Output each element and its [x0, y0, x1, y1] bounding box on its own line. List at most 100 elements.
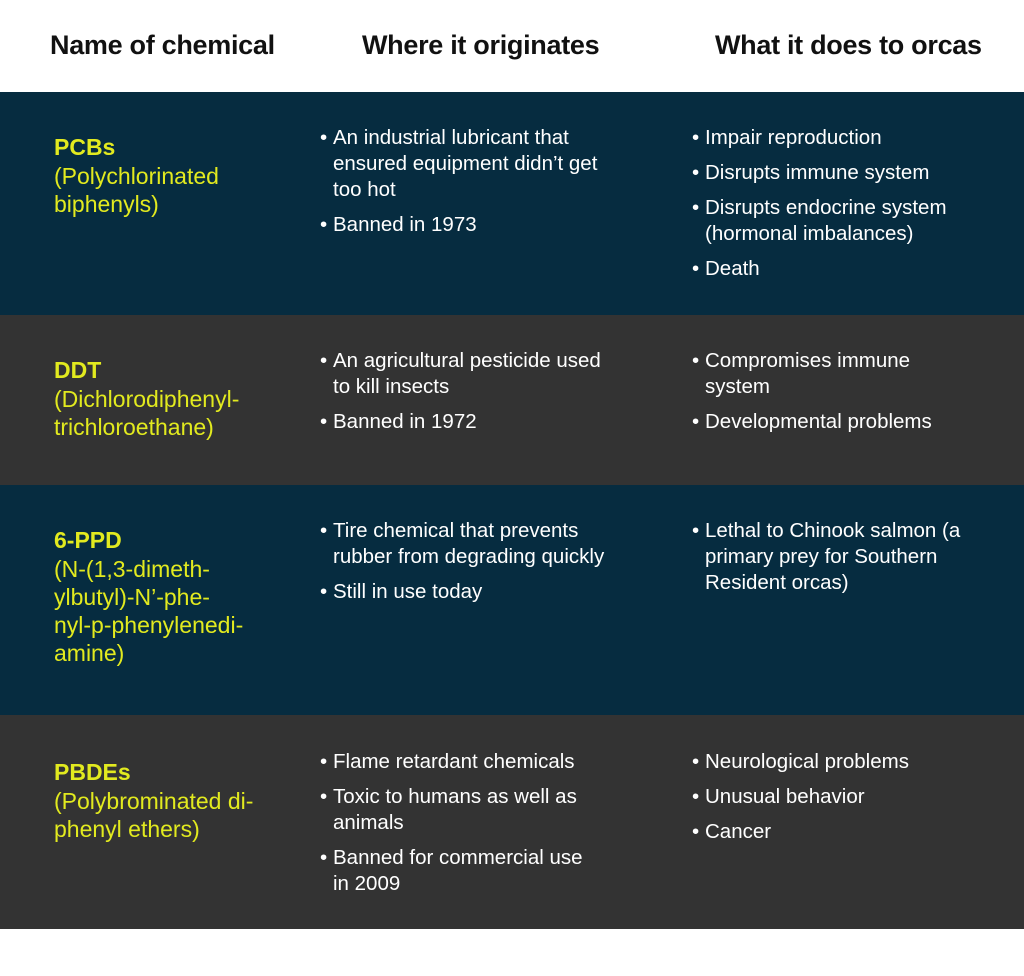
effect-item-line: Resident orcas) — [705, 571, 849, 594]
origin-item: • An industrial lubricant that ensured e… — [320, 125, 655, 203]
effect-item: • Disrupts immune system — [692, 160, 1012, 186]
effect-item-line: Neurological problems — [705, 750, 909, 773]
header-where-it-originates: Where it originates — [362, 30, 600, 60]
chemical-full-name-line: (Dichlorodiphenyl- — [54, 386, 240, 412]
origin-item-line: animals — [333, 811, 404, 834]
effect-item-line: primary prey for Southern — [705, 545, 938, 568]
chemical-full-name-line: trichloroethane) — [54, 414, 214, 440]
origin-item-line: Toxic to humans as well as — [333, 785, 577, 808]
chemical-abbreviation: DDT — [54, 357, 102, 383]
origin-item: • Banned in 1972 — [320, 409, 655, 435]
bullet: • — [320, 126, 328, 149]
origin-item-line: ensured equipment didn’t get — [333, 152, 598, 175]
effect-item-line: (hormonal imbalances) — [705, 222, 914, 245]
effect-item: • Developmental problems — [692, 409, 1012, 435]
bullet: • — [692, 785, 700, 808]
bullet: • — [692, 257, 700, 280]
chemical-full-name-line: biphenyls) — [54, 191, 159, 217]
bullet: • — [320, 349, 328, 372]
origin-list: • An industrial lubricant that ensured e… — [320, 125, 655, 247]
effect-item-line: Compromises immune — [705, 349, 911, 372]
effect-item: • Impair reproduction — [692, 125, 1012, 151]
origin-item: • Banned in 1973 — [320, 212, 655, 238]
origin-item: • Banned for commercial use in 2009 — [320, 845, 655, 897]
chemical-full-name: (Dichlorodiphenyl- trichloroethane) — [54, 385, 304, 441]
effect-item-line: Lethal to Chinook salmon (a — [705, 519, 961, 542]
effect-item-line: Impair reproduction — [705, 126, 882, 149]
chemical-full-name-line: phenyl ethers) — [54, 816, 200, 842]
effects-list: • Compromises immune system • Developmen… — [692, 348, 1012, 444]
effect-item: • Death — [692, 256, 1012, 282]
bullet: • — [692, 519, 700, 542]
bullet: • — [692, 410, 700, 433]
header-name-of-chemical: Name of chemical — [50, 30, 275, 60]
table-row-pcbs: PCBs (Polychlorinated biphenyls) • An in… — [0, 92, 1024, 315]
chemical-full-name: (Polybrominated di- phenyl ethers) — [54, 787, 304, 843]
origin-item: • Toxic to humans as well as animals — [320, 784, 655, 836]
bullet: • — [320, 410, 328, 433]
origin-item-line: An industrial lubricant that — [333, 126, 569, 149]
table-row-6ppd: 6-PPD (N-(1,3-dimeth- ylbutyl)-N’-phe- n… — [0, 485, 1024, 715]
origin-item-line: Flame retardant chemicals — [333, 750, 575, 773]
effects-list: • Lethal to Chinook salmon (a primary pr… — [692, 518, 1012, 605]
chemical-full-name: (Polychlorinated biphenyls) — [54, 162, 304, 218]
origin-item-line: Banned in 1973 — [333, 213, 477, 236]
effect-item: • Lethal to Chinook salmon (a primary pr… — [692, 518, 1012, 596]
bullet: • — [692, 161, 700, 184]
origin-item: • Flame retardant chemicals — [320, 749, 655, 775]
origin-list: • Tire chemical that prevents rubber fro… — [320, 518, 655, 614]
effect-item: • Unusual behavior — [692, 784, 1012, 810]
header-what-it-does-to-orcas: What it does to orcas — [715, 30, 982, 60]
effects-list: • Neurological problems • Unusual behavi… — [692, 749, 1012, 854]
chemical-full-name-line: nyl-p-phenylenedi- — [54, 612, 244, 638]
table-header: Name of chemical Where it originates Wha… — [0, 0, 1024, 92]
origin-item: • Still in use today — [320, 579, 655, 605]
chemical-name-cell: DDT (Dichlorodiphenyl- trichloroethane) — [54, 355, 304, 441]
chemical-name-cell: PCBs (Polychlorinated biphenyls) — [54, 132, 304, 218]
origin-item-line: Banned for commercial use — [333, 846, 583, 869]
origin-item-line: Banned in 1972 — [333, 410, 477, 433]
bullet: • — [692, 349, 700, 372]
origin-item: • Tire chemical that prevents rubber fro… — [320, 518, 655, 570]
bullet: • — [320, 750, 328, 773]
bullet: • — [320, 213, 328, 236]
chemical-abbreviation: 6-PPD — [54, 527, 122, 553]
effect-item-line: Developmental problems — [705, 410, 932, 433]
chemical-full-name-line: (Polychlorinated — [54, 163, 219, 189]
effect-item: • Compromises immune system — [692, 348, 1012, 400]
effects-list: • Impair reproduction • Disrupts immune … — [692, 125, 1012, 291]
effect-item-line: system — [705, 375, 770, 398]
origin-item-line: Still in use today — [333, 580, 483, 603]
origin-list: • An agricultural pesticide used to kill… — [320, 348, 655, 444]
table-row-ddt: DDT (Dichlorodiphenyl- trichloroethane) … — [0, 315, 1024, 485]
effect-item-line: Disrupts endocrine system — [705, 196, 947, 219]
bullet: • — [320, 519, 328, 542]
chemical-full-name-line: (Polybrominated di- — [54, 788, 254, 814]
bullet: • — [692, 196, 700, 219]
effect-item: • Neurological problems — [692, 749, 1012, 775]
chemical-full-name-line: ylbutyl)-N’-phe- — [54, 584, 210, 610]
bullet: • — [692, 750, 700, 773]
chemical-name-cell: PBDEs (Polybrominated di- phenyl ethers) — [54, 757, 304, 843]
bullet: • — [320, 785, 328, 808]
origin-item-line: in 2009 — [333, 872, 401, 895]
effect-item-line: Unusual behavior — [705, 785, 865, 808]
bullet: • — [692, 126, 700, 149]
origin-item-line: rubber from degrading quickly — [333, 545, 605, 568]
chemical-full-name: (N-(1,3-dimeth- ylbutyl)-N’-phe- nyl-p-p… — [54, 555, 304, 667]
chemical-abbreviation: PBDEs — [54, 759, 131, 785]
effect-item: • Disrupts endocrine system (hormonal im… — [692, 195, 1012, 247]
chemical-full-name-line: (N-(1,3-dimeth- — [54, 556, 210, 582]
origin-item: • An agricultural pesticide used to kill… — [320, 348, 655, 400]
table-row-pbdes: PBDEs (Polybrominated di- phenyl ethers)… — [0, 715, 1024, 929]
origin-item-line: Tire chemical that prevents — [333, 519, 579, 542]
origin-list: • Flame retardant chemicals • Toxic to h… — [320, 749, 655, 906]
bullet: • — [320, 580, 328, 603]
bullet: • — [692, 820, 700, 843]
chemical-full-name-line: amine) — [54, 640, 125, 666]
effect-item: • Cancer — [692, 819, 1012, 845]
origin-item-line: to kill insects — [333, 375, 450, 398]
chemical-abbreviation: PCBs — [54, 134, 116, 160]
origin-item-line: An agricultural pesticide used — [333, 349, 601, 372]
